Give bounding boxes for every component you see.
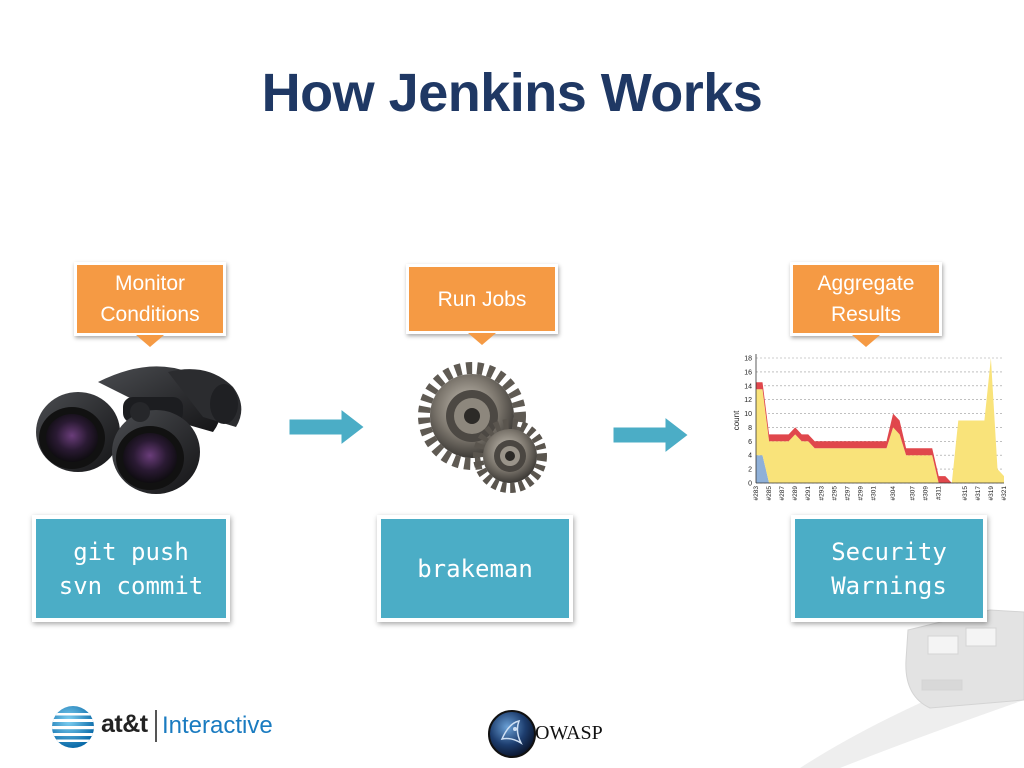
att-globe-icon bbox=[52, 706, 94, 748]
x-tick-label: #291 bbox=[805, 486, 812, 501]
att-product-text: Interactive bbox=[162, 712, 273, 739]
y-tick-label: 10 bbox=[744, 411, 752, 418]
x-tick-label: #297 bbox=[844, 486, 851, 501]
y-axis-label: count bbox=[732, 410, 741, 430]
y-tick-label: 2 bbox=[748, 467, 752, 474]
x-tick-label: #295 bbox=[831, 486, 838, 501]
arrow-right-icon bbox=[286, 404, 369, 450]
x-tick-label: #299 bbox=[857, 486, 864, 501]
owasp-logo-icon bbox=[488, 710, 536, 758]
x-tick-label: #311 bbox=[936, 486, 943, 500]
trend-chart: 0 2 4 6 8 10 12 14 16 18 count #283 #285 #287 #289 #291… bbox=[732, 354, 1008, 500]
callout-aggregate-results: Aggregate Results bbox=[790, 262, 942, 347]
x-tick-label: #301 bbox=[870, 486, 877, 501]
x-tick-label: #321 bbox=[1001, 486, 1008, 501]
x-tick-label: #317 bbox=[975, 486, 982, 501]
callout-run-jobs: Run Jobs bbox=[406, 264, 558, 345]
y-tick-label: 0 bbox=[748, 481, 752, 488]
train-watermark bbox=[800, 609, 1024, 768]
x-tick-label: #289 bbox=[792, 486, 799, 501]
slide-title: How Jenkins Works bbox=[261, 63, 763, 123]
y-tick-label: 4 bbox=[748, 453, 752, 460]
box-line: Warnings bbox=[831, 571, 947, 600]
x-tick-label: #304 bbox=[890, 486, 897, 501]
box-git-push: git push svn commit bbox=[32, 515, 230, 622]
binoculars-icon bbox=[36, 366, 242, 494]
box-line: Security bbox=[831, 537, 947, 566]
x-tick-label: #309 bbox=[923, 486, 930, 501]
y-tick-label: 6 bbox=[748, 439, 752, 446]
box-brakeman: brakeman bbox=[377, 515, 573, 622]
x-tick-label: #283 bbox=[753, 486, 760, 501]
y-tick-label: 16 bbox=[744, 369, 752, 376]
att-divider bbox=[155, 710, 157, 742]
x-tick-label: #285 bbox=[766, 486, 773, 501]
y-tick-label: 8 bbox=[748, 425, 752, 432]
x-tick-label: #319 bbox=[988, 486, 995, 501]
x-tick-label: #307 bbox=[910, 486, 917, 501]
y-tick-label: 18 bbox=[744, 356, 752, 363]
chart-axes: 0 2 4 6 8 10 12 14 16 18 count #283 #285 #287 #289 #291… bbox=[732, 354, 1008, 500]
y-tick-label: 14 bbox=[744, 383, 752, 390]
box-line: brakeman bbox=[417, 554, 533, 583]
gears-icon bbox=[418, 362, 547, 493]
x-tick-label: #293 bbox=[818, 486, 825, 501]
box-security-warnings: Security Warnings bbox=[791, 515, 987, 622]
x-tick-label: #315 bbox=[962, 486, 969, 501]
owasp-label: OWASP bbox=[535, 722, 603, 744]
series-area bbox=[756, 358, 1004, 483]
att-brand-text: at&t bbox=[101, 710, 148, 738]
x-tick-label: #287 bbox=[779, 486, 786, 501]
box-line: svn commit bbox=[58, 571, 204, 600]
chart-areas bbox=[756, 358, 1004, 483]
arrow-right-icon bbox=[610, 412, 693, 458]
box-line: git push bbox=[73, 537, 189, 566]
y-tick-label: 12 bbox=[744, 397, 752, 404]
callout-monitor-conditions: Monitor Conditions bbox=[74, 262, 226, 347]
